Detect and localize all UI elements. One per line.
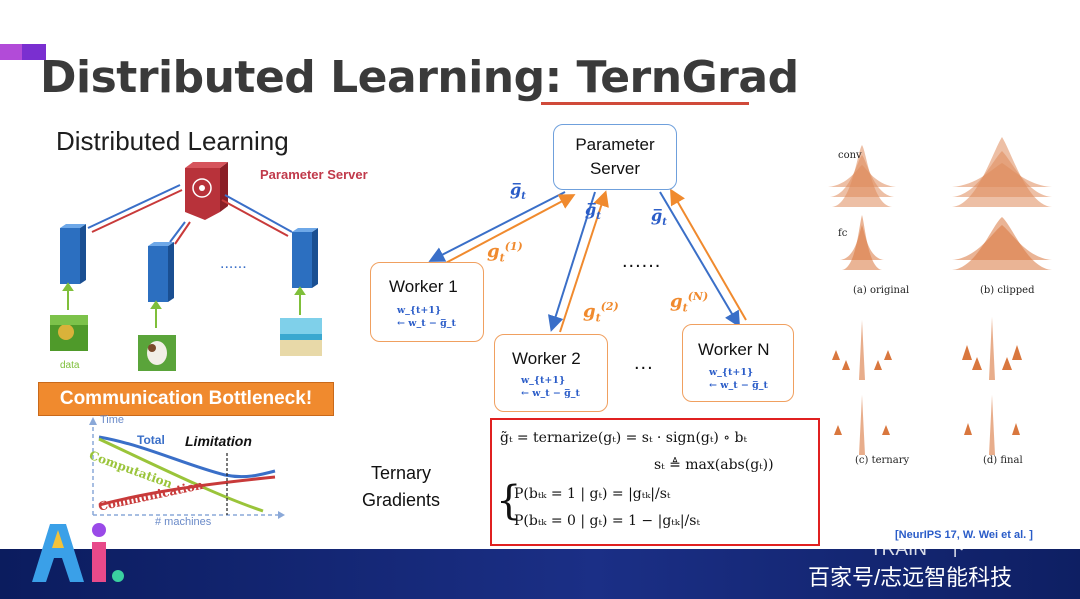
total-label: Total [137,433,165,447]
panel-a-conv [828,145,896,207]
worker-1-name: Worker 1 [389,277,458,296]
panel-a-fc [840,215,884,270]
worker-1-update-line2: ← w_t − g̅_t [397,318,456,329]
worker-ellipsis: ...... [220,255,247,272]
worker-N-box: Worker N w_{t+1} ← w_t − g̅_t [682,324,794,402]
formula-brace: { [496,478,522,524]
accent-bar-light [0,44,22,60]
conv-row-label: conv [838,150,862,161]
grad-label-2: gt(2) [583,300,619,325]
limitation-chart [89,417,285,519]
caption-c: (c) ternary [855,455,910,466]
ai-logo [32,523,124,582]
formula-line1: g̃ₜ = ternarize(gₜ) = sₜ · sign(gₜ) ∘ bₜ [500,430,747,446]
arrow-server-to-workerN [659,191,741,328]
arrow-server-to-worker2 [547,191,596,332]
panel-d [962,317,1022,455]
total-curve [98,435,276,479]
data-arrows [62,282,306,328]
machines-axis-label: # machines [155,516,212,528]
panel-b-conv [952,137,1052,207]
formula-line3: P(bₜₖ = 1 | gₜ) = |gₜₖ|/sₜ [514,486,671,502]
server-label-line1: Parameter [575,135,655,154]
data-image-bird [50,315,88,351]
server-icon [185,162,228,220]
arrow-workerN-to-server [669,188,747,321]
worker-2-name: Worker 2 [512,349,581,368]
communication-curve [98,475,276,507]
parameter-server-box: Parameter Server [553,124,677,190]
formula-line2: sₜ ≜ max(abs(gₜ)) [654,457,774,473]
footer-source-text: 百家号/志远智能科技 [808,565,1013,590]
ternary-line1: Ternary [371,463,432,483]
watermark: TRAIN一下 [870,539,966,560]
fc-row-label: fc [838,228,848,239]
worker-N-update-line2: ← w_t − g̅_t [709,380,768,391]
data-image-beach [280,318,322,356]
server-label-line2: Server [589,159,641,178]
worker-2-box: Worker 2 w_{t+1} ← w_t − g̅_t [494,334,608,412]
data-label: data [60,360,80,371]
footer-bar [0,549,1080,599]
communication-bottleneck-banner: Communication Bottleneck! [38,382,334,416]
citation: [NeurIPS 17, W. Wei et al. ] [895,529,1033,541]
worker-2-update-line2: ← w_t − g̅_t [521,388,580,399]
slide-title: Distributed Learning: TernGrad [40,52,799,103]
section-subtitle: Distributed Learning [56,126,289,156]
worker-server-icon-2 [148,242,174,302]
time-axis-label: Time [100,414,125,426]
caption-b: (b) clipped [980,285,1035,296]
caption-a: (a) original [853,285,910,296]
gbar-label-2: g̅t [585,200,601,223]
y-axis-arrow [89,417,97,425]
worker-2-update-line1: w_{t+1} [521,375,566,386]
worker-N-update-line1: w_{t+1} [709,367,754,378]
arrow-worker2-to-server [559,190,609,333]
panel-b-fc [952,217,1052,270]
gbar-label-3: g̅t [651,206,667,229]
arrow-server-to-worker1 [428,191,566,262]
x-axis-arrow [278,511,285,519]
caption-d: (d) final [983,455,1023,466]
network-arrows [87,184,293,245]
gbar-label-1: g̅t [510,180,526,203]
worker-server-icon-1 [60,224,86,284]
worker-N-name: Worker N [698,340,770,359]
terngrad-arrows [428,188,747,333]
worker-1-update-line1: w_{t+1} [397,305,442,316]
limitation-label: Limitation [185,433,252,449]
arrow-worker1-to-server [439,194,576,267]
title-underline [541,102,749,105]
grad-label-N: gt(N) [670,290,709,315]
workers-ellipsis-mid: ... [634,352,654,374]
worker-1-box: Worker 1 w_{t+1} ← w_t − g̅_t [370,262,484,342]
parameter-server-label: Parameter Server [260,167,368,182]
grad-label-1: gt(1) [487,240,523,265]
ternarize-formula-box: g̃ₜ = ternarize(gₜ) = sₜ · sign(gₜ) ∘ bₜ… [490,418,820,546]
formula-line4: P(bₜₖ = 0 | gₜ) = 1 − |gₜₖ|/sₜ [514,513,700,529]
ternary-line2: Gradients [362,490,441,510]
distributed-network-illustration: ...... [50,162,322,371]
ternary-gradients-label: Ternary Gradients [362,460,440,514]
data-image-dog [138,335,176,371]
panel-c [832,320,892,455]
worker-server-icon-3 [292,228,318,288]
computation-curve [98,437,264,513]
workers-ellipsis-top: ...... [622,250,662,272]
histogram-panels [828,137,1052,455]
